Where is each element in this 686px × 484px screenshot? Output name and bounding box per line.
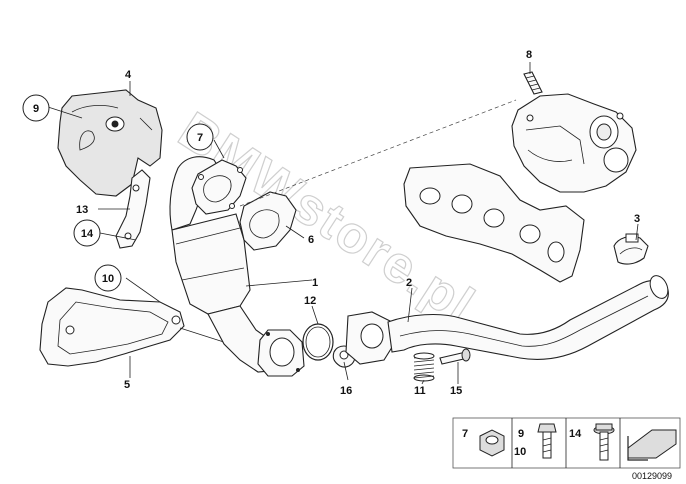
- callout-8: 8: [526, 49, 532, 61]
- arrow-icon: [627, 429, 677, 461]
- callout-13: 13: [76, 204, 88, 216]
- legend-label-14: 14: [569, 428, 582, 440]
- spring-part: [413, 352, 435, 382]
- callout-6: 6: [308, 234, 314, 246]
- legend-label-9: 9: [518, 428, 524, 440]
- callout-5: 5: [124, 379, 130, 391]
- stud-part: [523, 71, 543, 95]
- callout-9: 9: [33, 103, 39, 115]
- callout-7: 7: [197, 132, 203, 144]
- heat-shield-part: [57, 89, 163, 197]
- callout-12: 12: [304, 295, 316, 307]
- nut-icon: [479, 429, 505, 457]
- callout-11: 11: [414, 385, 426, 397]
- bolt-part: [439, 348, 471, 365]
- callout-labels: 1 2 3 4 5 6 8 11 12 13 15 16 9 7 14 10: [22, 49, 640, 397]
- document-number: 00129099: [632, 471, 672, 481]
- callout-14: 14: [81, 228, 94, 240]
- front-pipe-part: [345, 275, 669, 365]
- leader-lines: [47, 62, 639, 385]
- turbocharger-part: [403, 93, 637, 283]
- bolt-icon: [537, 423, 557, 459]
- fastener-legend: 7 9 10 14: [452, 417, 681, 469]
- flange-bolt-icon: [593, 423, 615, 461]
- callout-16: 16: [340, 385, 352, 397]
- callout-3: 3: [634, 213, 640, 225]
- gasket-ring-part: [302, 323, 334, 361]
- gasket-part: [191, 159, 297, 251]
- callout-2: 2: [406, 277, 412, 289]
- legend-label-7: 7: [462, 428, 468, 440]
- callout-10: 10: [102, 273, 114, 285]
- callout-15: 15: [450, 385, 462, 397]
- legend-label-10: 10: [514, 446, 526, 458]
- callout-4: 4: [125, 69, 132, 81]
- callout-1: 1: [312, 277, 318, 289]
- v-band-clamp-part: [613, 233, 649, 265]
- support-bracket-part: [39, 287, 231, 367]
